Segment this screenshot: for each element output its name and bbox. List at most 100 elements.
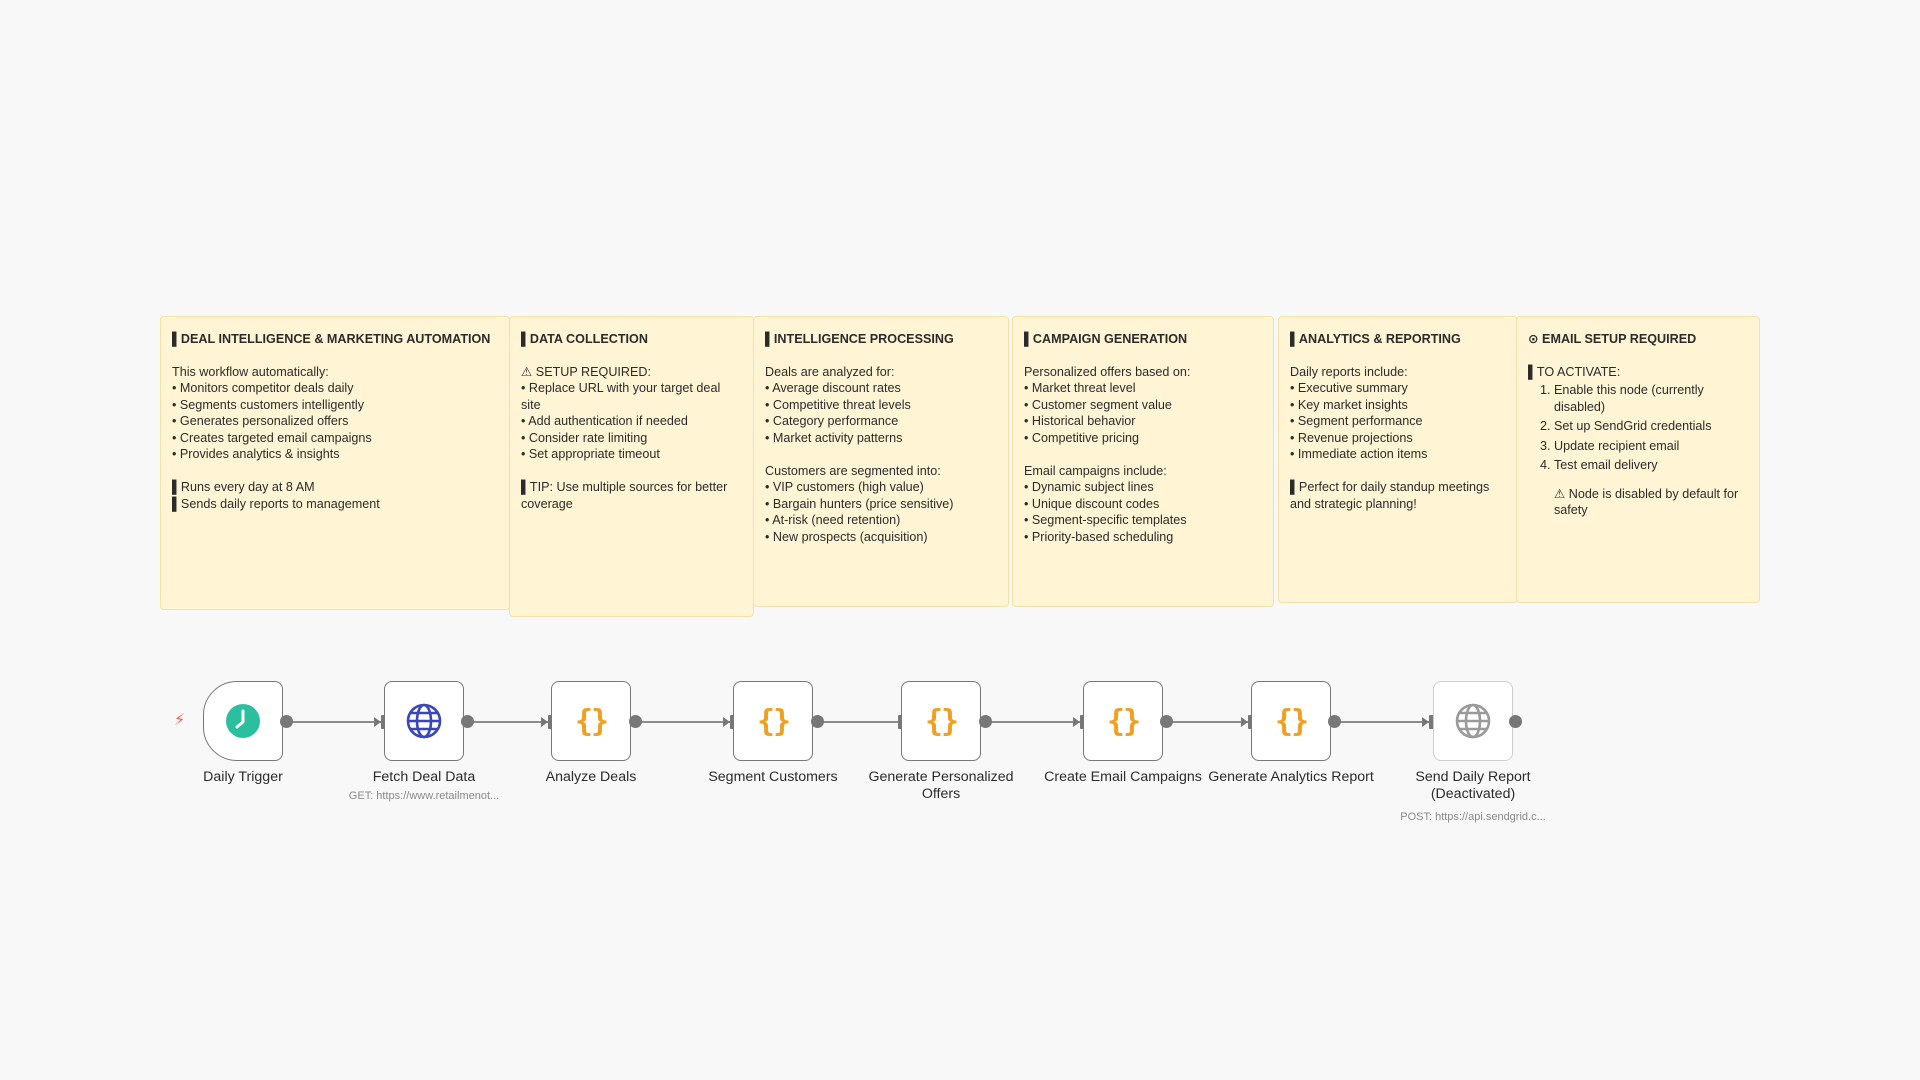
node-label: Generate Personalized Offers xyxy=(868,769,1014,802)
note-data-collection[interactable]: ▌DATA COLLECTION ⚠ SETUP REQUIRED: • Rep… xyxy=(509,316,754,617)
connection-line[interactable] xyxy=(817,721,900,723)
node-label: Fetch Deal Data xyxy=(372,769,476,785)
arrow-head xyxy=(1073,717,1080,727)
note-line xyxy=(765,446,997,463)
note-line: • Immediate action items xyxy=(1290,447,1428,461)
node-send-daily-report[interactable] xyxy=(1433,681,1513,761)
note-line: ⚠ SETUP REQUIRED: xyxy=(521,364,652,379)
output-port[interactable] xyxy=(629,715,642,728)
note-line: • Segment performance xyxy=(1290,414,1423,428)
note-line: • Key market insights xyxy=(1290,397,1408,412)
note-title: ⊙ EMAIL SETUP REQUIRED xyxy=(1528,332,1697,346)
note-footer: ⚠ Node is disabled by default for safety xyxy=(1554,486,1739,518)
node-generate-analytics-report[interactable]: {} xyxy=(1251,681,1331,761)
note-line xyxy=(1024,446,1262,463)
note-line: • Average discount rates xyxy=(765,381,901,395)
output-port[interactable] xyxy=(1160,715,1173,728)
trigger-bolt-icon: ⚡ xyxy=(174,712,186,729)
note-line: • Monitors competitor deals daily xyxy=(172,381,354,395)
connection-line[interactable] xyxy=(1334,721,1430,723)
note-line: Daily reports include: xyxy=(1290,364,1408,379)
note-campaign-generation[interactable]: ▌CAMPAIGN GENERATION Personalized offers… xyxy=(1012,316,1274,607)
connection-line[interactable] xyxy=(635,721,731,723)
note-line: • Unique discount codes xyxy=(1024,496,1160,511)
note-line: ▌TO ACTIVATE: xyxy=(1528,364,1621,379)
code-braces-icon: {} xyxy=(574,703,609,739)
node-subtitle: POST: https://api.sendgrid.c... xyxy=(1400,811,1546,823)
output-port[interactable] xyxy=(461,715,474,728)
node-label: Analyze Deals xyxy=(545,769,637,785)
note-line: • Customer segment value xyxy=(1024,397,1172,412)
note-analytics-reporting[interactable]: ▌ANALYTICS & REPORTING Daily reports inc… xyxy=(1278,316,1518,603)
note-line: • Priority-based scheduling xyxy=(1024,529,1174,544)
node-daily-trigger[interactable] xyxy=(203,681,283,761)
note-email-setup[interactable]: ⊙ EMAIL SETUP REQUIRED ▌TO ACTIVATE: Ena… xyxy=(1516,316,1760,603)
note-line: • VIP customers (high value) xyxy=(765,480,924,494)
node-fetch-deal-data[interactable] xyxy=(384,681,464,761)
node-subtitle: GET: https://www.retailmenot... xyxy=(348,790,500,802)
connection-line[interactable] xyxy=(286,721,382,723)
node-label: Segment Customers xyxy=(708,769,838,785)
note-line: ▌Runs every day at 8 AM xyxy=(172,480,315,494)
output-port[interactable] xyxy=(1328,715,1341,728)
note-line: ▌TIP: Use multiple sources for better co… xyxy=(521,480,731,511)
code-braces-icon: {} xyxy=(1274,703,1309,739)
note-line: • Executive summary xyxy=(1290,381,1408,395)
note-line: This workflow automatically: xyxy=(172,364,329,379)
note-title: ▌DATA COLLECTION xyxy=(521,332,648,346)
note-line: Email campaigns include: xyxy=(1024,463,1167,478)
connection-line[interactable] xyxy=(467,721,549,723)
note-line: • Revenue projections xyxy=(1290,430,1413,445)
note-line: Customers are segmented into: xyxy=(765,463,941,478)
note-title: ▌DEAL INTELLIGENCE & MARKETING AUTOMATIO… xyxy=(172,332,491,346)
note-line: • Dynamic subject lines xyxy=(1024,480,1154,494)
node-segment-customers[interactable]: {} xyxy=(733,681,813,761)
code-braces-icon: {} xyxy=(924,703,959,739)
activation-steps: Enable this node (currently disabled) Se… xyxy=(1528,382,1748,474)
note-line: • Competitive threat levels xyxy=(765,397,911,412)
note-line: • Set appropriate timeout xyxy=(521,447,660,461)
activation-step: Enable this node (currently disabled) xyxy=(1554,382,1748,415)
note-title: ▌INTELLIGENCE PROCESSING xyxy=(765,332,954,346)
node-create-email-campaigns[interactable]: {} xyxy=(1083,681,1163,761)
arrow-head xyxy=(374,717,381,727)
note-line: • Provides analytics & insights xyxy=(172,447,340,461)
note-line: • Replace URL with your target deal site xyxy=(521,381,724,412)
note-line: • Consider rate limiting xyxy=(521,430,648,445)
node-analyze-deals[interactable]: {} xyxy=(551,681,631,761)
note-overview[interactable]: ▌DEAL INTELLIGENCE & MARKETING AUTOMATIO… xyxy=(160,316,510,610)
note-line xyxy=(1290,463,1506,480)
clock-icon xyxy=(226,704,260,738)
code-braces-icon: {} xyxy=(1106,703,1141,739)
note-line: • Market activity patterns xyxy=(765,430,903,445)
node-label: Create Email Campaigns xyxy=(1044,769,1202,785)
note-line: • Bargain hunters (price sensitive) xyxy=(765,496,954,511)
connection-line[interactable] xyxy=(985,721,1081,723)
node-generate-personalized-offers[interactable]: {} xyxy=(901,681,981,761)
note-line: • Creates targeted email campaigns xyxy=(172,430,372,445)
note-line: • New prospects (acquisition) xyxy=(765,529,928,544)
output-port[interactable] xyxy=(811,715,824,728)
connection-line[interactable] xyxy=(1166,721,1249,723)
input-port[interactable] xyxy=(1429,715,1435,729)
output-port[interactable] xyxy=(280,715,293,728)
output-port[interactable] xyxy=(1509,715,1522,728)
output-port[interactable] xyxy=(979,715,992,728)
note-line: • Market threat level xyxy=(1024,381,1136,395)
arrow-head xyxy=(1422,717,1429,727)
globe-icon xyxy=(406,703,442,739)
note-intelligence-processing[interactable]: ▌INTELLIGENCE PROCESSING Deals are analy… xyxy=(753,316,1009,607)
note-line: ▌Perfect for daily standup meetings and … xyxy=(1290,480,1493,511)
activation-step: Test email delivery xyxy=(1554,457,1748,474)
activation-step: Set up SendGrid credentials xyxy=(1554,418,1748,435)
arrow-head xyxy=(1241,717,1248,727)
activation-step: Update recipient email xyxy=(1554,438,1748,455)
note-line: • Historical behavior xyxy=(1024,414,1136,428)
arrow-head xyxy=(541,717,548,727)
note-line: • Competitive pricing xyxy=(1024,430,1139,445)
node-label: Send Daily Report (Deactivated) xyxy=(1415,769,1531,802)
code-braces-icon: {} xyxy=(756,703,791,739)
note-line: • Add authentication if needed xyxy=(521,414,688,428)
node-label: Generate Analytics Report xyxy=(1208,769,1374,785)
